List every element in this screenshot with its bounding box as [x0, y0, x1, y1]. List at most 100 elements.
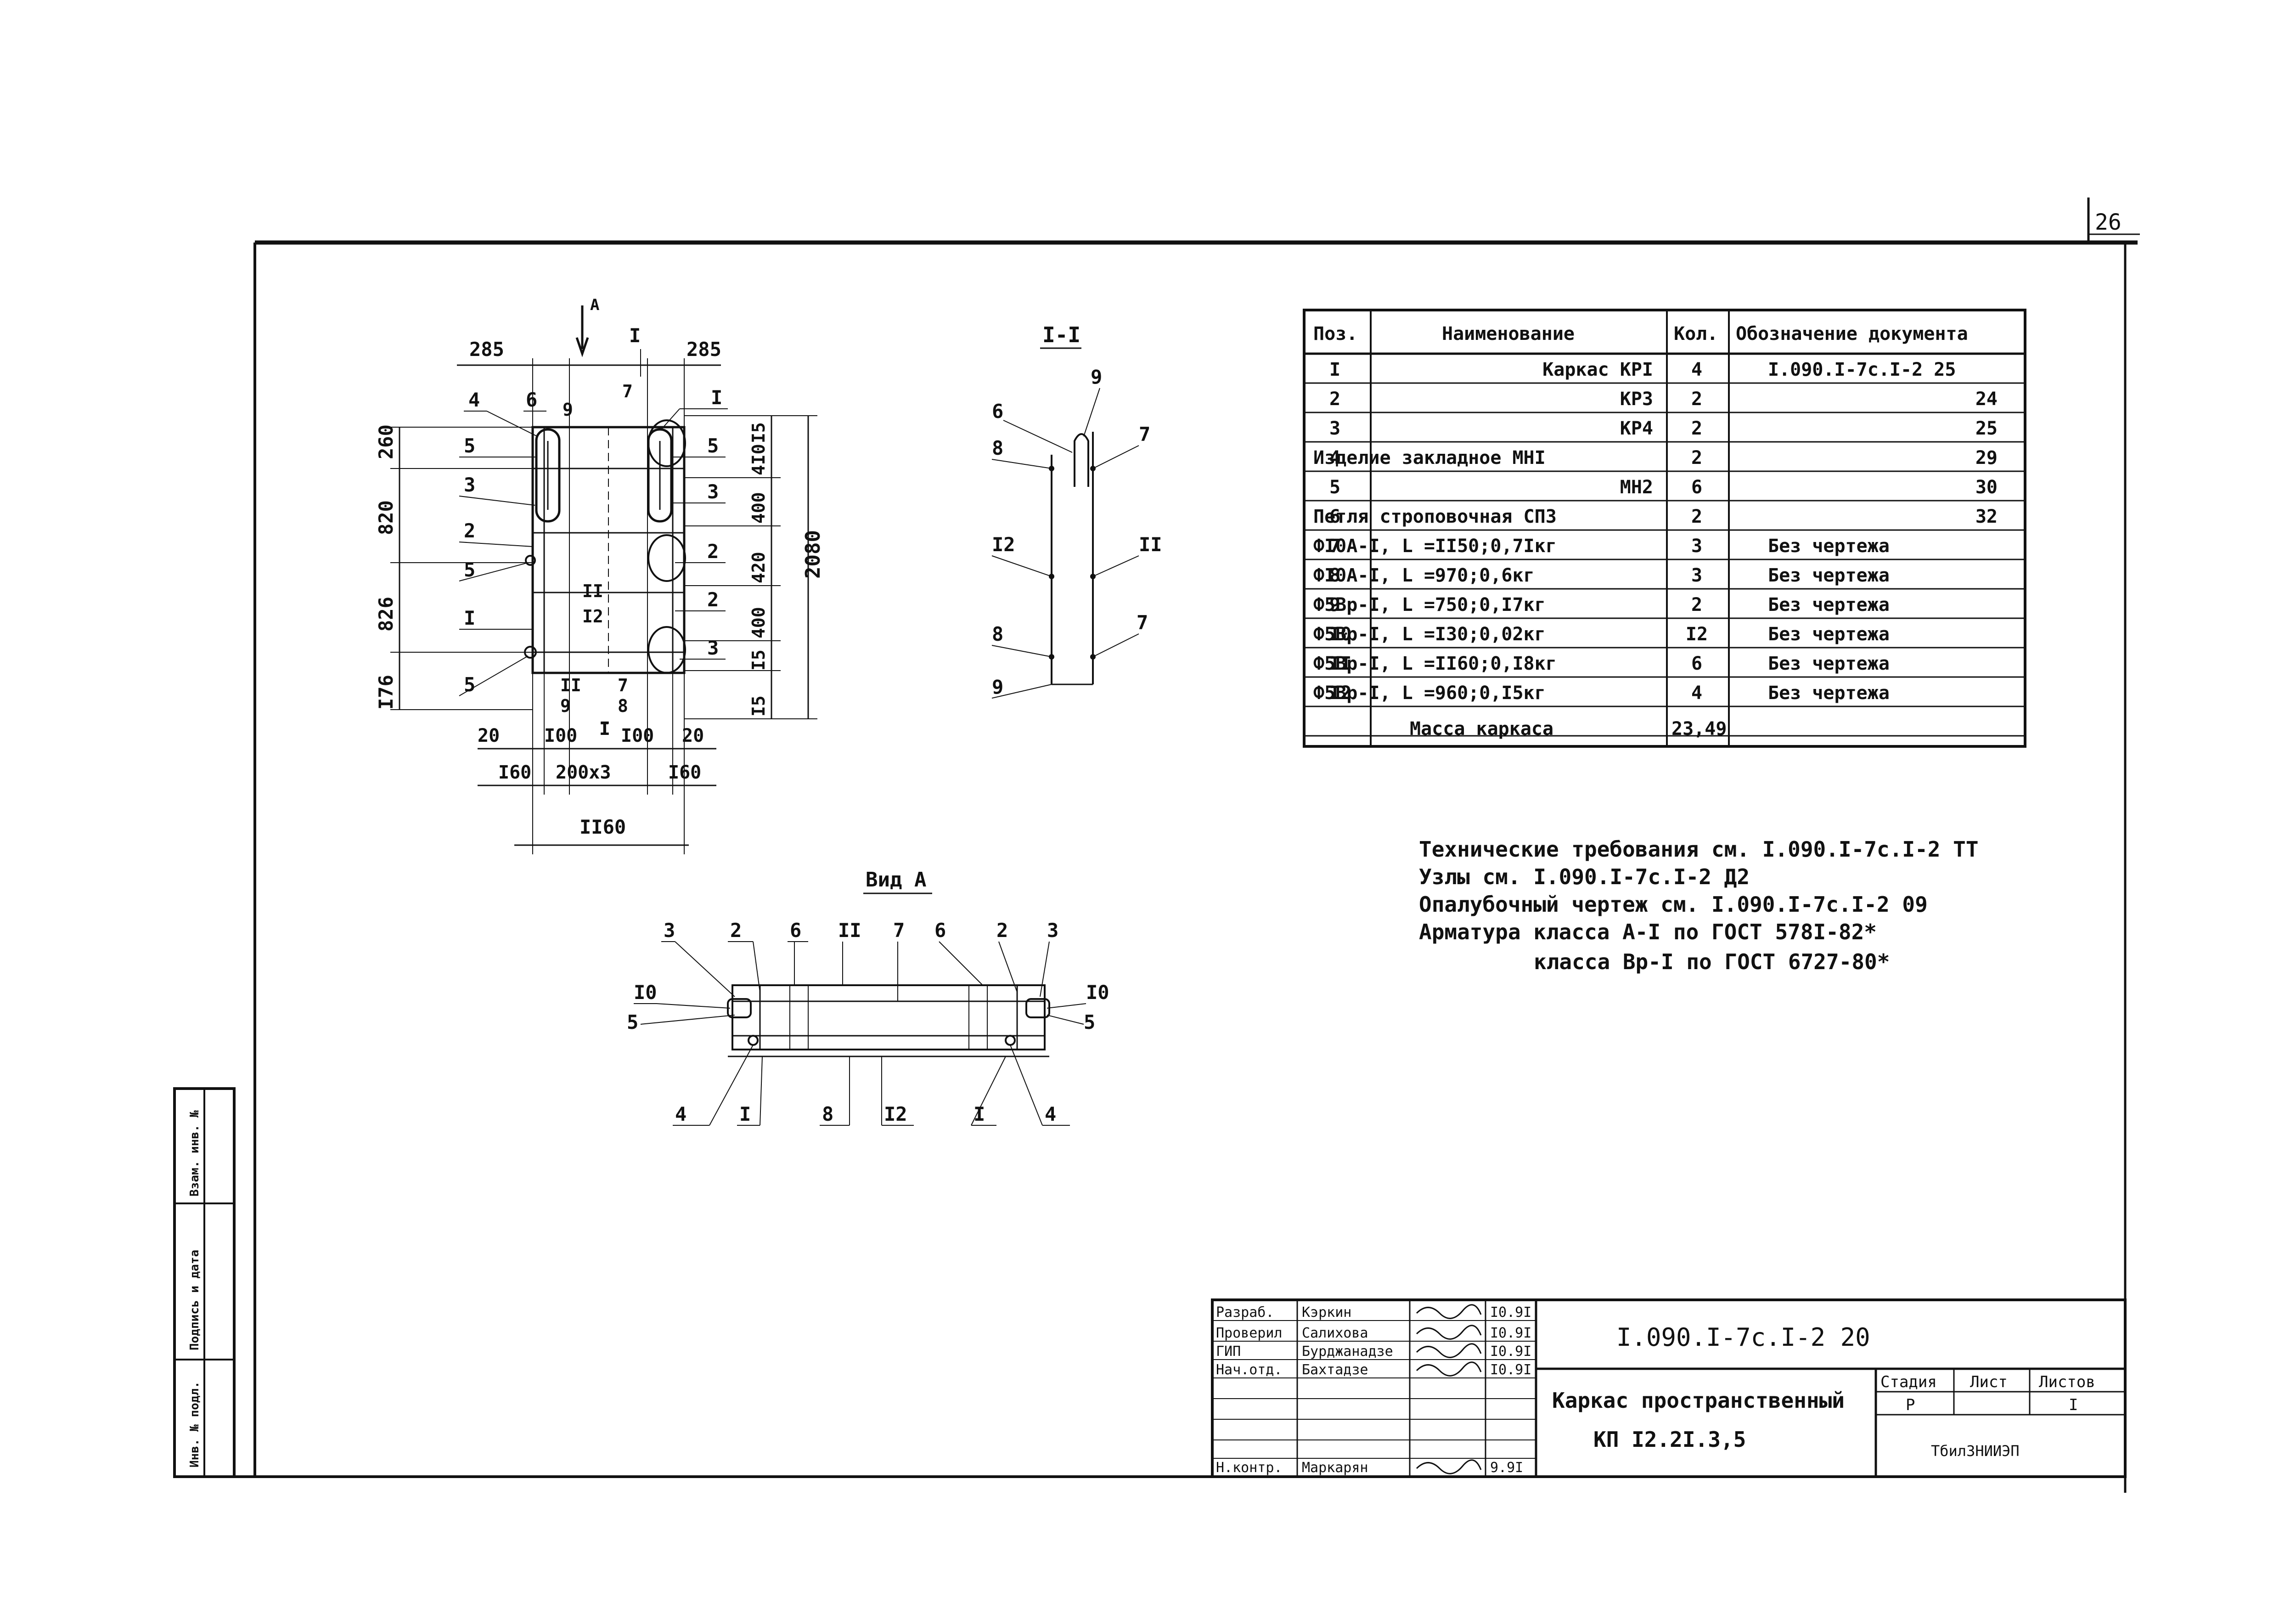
- cell-name: Ф5Вр-I, L =I30;0,02кг: [1313, 624, 1546, 645]
- callout: 3: [707, 480, 719, 503]
- note-2: Узлы см. I.090.I-7с.I-2 Д2: [1419, 864, 1750, 889]
- callout: I: [711, 386, 722, 409]
- role: Нач.отд.: [1216, 1362, 1283, 1378]
- dim-bottom-4: I00: [621, 725, 654, 746]
- signature: [1416, 1325, 1482, 1340]
- dim-right-7: I5: [748, 695, 769, 717]
- callout: 2: [707, 588, 719, 611]
- sheet-label: Лист: [1970, 1373, 2008, 1391]
- inner-label: I: [599, 719, 610, 739]
- callout: 2: [707, 540, 719, 563]
- dim-bottom-2: I00: [544, 725, 577, 746]
- date: I0.9I: [1490, 1325, 1531, 1341]
- callout: 9: [992, 676, 1003, 698]
- main-view: А 285 I 285: [375, 296, 825, 854]
- cell-qty: 2: [1691, 594, 1702, 615]
- cell-doc: I.090.I-7с.I-2 25: [1768, 359, 1956, 380]
- callout: 6: [790, 919, 801, 942]
- cell-doc: Без чертежа: [1768, 565, 1890, 586]
- callout: I0: [634, 981, 657, 1004]
- cell-doc: 24: [1975, 389, 1998, 410]
- cell-name: КР4: [1620, 418, 1653, 439]
- cell-name: Изделие закладное МНI: [1313, 447, 1546, 468]
- cell-name: ФI0А-I, L =II50;0,7Iкг: [1313, 536, 1557, 557]
- sheets-value: I: [2069, 1396, 2078, 1414]
- person-name: Кэркин: [1302, 1304, 1351, 1321]
- document-code: I.090.I-7с.I-2 20: [1616, 1323, 1870, 1352]
- callout: 2: [996, 919, 1008, 942]
- cell-pos: 6: [1329, 506, 1340, 527]
- signature: [1416, 1459, 1482, 1474]
- inner-label: II: [560, 675, 581, 695]
- dim-bottom-1: 20: [478, 725, 500, 746]
- table-header-qty: Кол.: [1674, 323, 1718, 344]
- organization: ТбилЗНИИЭП: [1931, 1442, 2020, 1460]
- cell-name: Ф5Вр-I, L =II60;0,I8кг: [1313, 653, 1557, 674]
- dim-right-3: 400: [748, 492, 769, 524]
- section-view: I-I 6 8 I2 8 9 9 7 II 7: [991, 322, 1162, 699]
- cell-pos: 9: [1329, 594, 1340, 615]
- cell-doc: Без чертежа: [1768, 683, 1890, 704]
- mass-value: 23,49: [1671, 718, 1727, 739]
- cell-pos: II: [1329, 653, 1351, 674]
- cell-qty: 4: [1691, 683, 1702, 704]
- callout: 8: [992, 623, 1003, 645]
- dim-top-left: 285: [469, 338, 504, 361]
- callout: I2: [884, 1103, 907, 1125]
- drawing-title: Каркас пространственный: [1552, 1388, 1845, 1413]
- mass-label: Масса каркаса: [1410, 718, 1553, 739]
- dim-right-6: I5: [748, 649, 769, 671]
- callout: 7: [893, 919, 905, 942]
- dim-bottom-3: I: [599, 718, 610, 739]
- inner-label: 7: [618, 675, 628, 695]
- signature: [1416, 1304, 1482, 1319]
- role: ГИП: [1216, 1343, 1241, 1360]
- callout: I0: [1086, 981, 1109, 1004]
- role: Проверил: [1216, 1325, 1283, 1341]
- callout: 9: [1091, 366, 1102, 388]
- callout: 5: [464, 559, 475, 581]
- date: I0.9I: [1490, 1304, 1531, 1321]
- cell-doc: 32: [1975, 506, 1998, 527]
- inner-label: 9: [560, 696, 571, 716]
- sheet-number: 26: [2095, 209, 2122, 235]
- callout: 3: [664, 919, 675, 942]
- person-name: Бахтадзе: [1302, 1362, 1368, 1378]
- cell-pos: 5: [1329, 477, 1340, 498]
- cell-name: Каркас КРI: [1542, 359, 1653, 380]
- signature: [1416, 1343, 1482, 1358]
- dim-right-5: 400: [748, 607, 769, 638]
- callout: 7: [1139, 423, 1150, 446]
- signature: [1416, 1361, 1482, 1377]
- callout: II: [838, 919, 861, 942]
- drawing-mark: КП I2.2I.3,5: [1593, 1427, 1746, 1452]
- cell-doc: Без чертежа: [1768, 536, 1890, 557]
- callout: 8: [822, 1103, 833, 1125]
- sheets-label: Листов: [2039, 1373, 2095, 1391]
- cell-pos: 8: [1329, 565, 1340, 586]
- stamp-signature-date: Подпись и дата: [188, 1250, 202, 1350]
- person-name: Маркарян: [1302, 1460, 1368, 1476]
- stamp-inv-no: Инв. № подл.: [188, 1381, 202, 1468]
- dim-top-center: I: [629, 324, 641, 347]
- dim-overall-width: II60: [580, 816, 626, 838]
- cell-doc: 30: [1975, 477, 1998, 498]
- callout: I: [739, 1103, 751, 1125]
- dim-total-height: 2080: [801, 530, 825, 579]
- callout: I2: [992, 533, 1015, 556]
- note-4: Арматура класса А-I по ГОСТ 578I-82*: [1419, 920, 1877, 944]
- cell-name: ФI0А-I, L =970;0,6кг: [1313, 565, 1535, 586]
- cell-qty: 2: [1691, 447, 1702, 468]
